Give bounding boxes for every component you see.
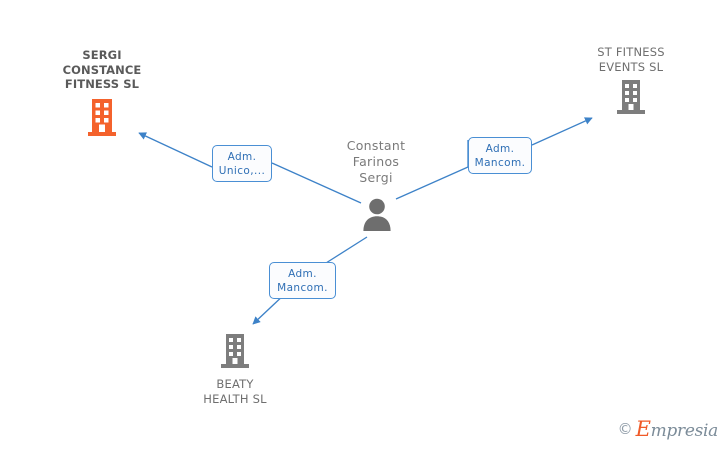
company-node-st-fitness-events-sl[interactable]: ST FITNESS EVENTS SL (561, 45, 701, 119)
edge-person-to-adm-mancom-bottom (325, 236, 368, 264)
company-node-beaty-health-sl[interactable]: BEATY HEALTH SL (165, 333, 305, 406)
copyright-icon: © (617, 420, 633, 438)
relation-label-line1: Adm. (227, 150, 257, 163)
watermark-empresia: © Empresia (617, 417, 719, 441)
building-icon (221, 333, 249, 373)
edge-person-to-adm-mancom-right (395, 166, 469, 200)
company-node-sergi-constance-fitness-sl[interactable]: SERGI CONSTANCE FITNESS SL (32, 48, 172, 141)
relation-label-line2: Mancom. (277, 281, 328, 294)
edge-adm-unico-to-sergi-constance (138, 132, 213, 168)
person-icon (360, 197, 394, 235)
edge-adm-mancom-to-st-fitness (531, 117, 593, 146)
person-name-label: Constant Farinos Sergi (346, 138, 406, 185)
company-label-beaty-health-sl: BEATY HEALTH SL (203, 377, 267, 406)
company-label-st-fitness-events-sl: ST FITNESS EVENTS SL (597, 45, 665, 74)
relation-label-line1: Adm. (485, 142, 515, 155)
brand-wordmark: Empresia (635, 417, 719, 441)
brand-initial: E (635, 417, 651, 441)
brand-rest: mpresia (650, 421, 719, 441)
person-node-constant-farinos-sergi[interactable] (307, 197, 447, 235)
edge-person-to-adm-unico (271, 162, 362, 204)
relation-label-line2: Mancom. (474, 156, 526, 169)
building-icon (88, 97, 116, 141)
relation-label-adm-mancom-st-fitness[interactable]: Adm. Mancom. (468, 137, 532, 174)
relation-label-line1: Adm. (288, 267, 317, 280)
company-label-sergi-constance-fitness-sl: SERGI CONSTANCE FITNESS SL (62, 48, 142, 91)
relation-label-adm-unico[interactable]: Adm. Unico,... (212, 145, 272, 182)
relation-label-adm-mancom-beaty-health[interactable]: Adm. Mancom. (269, 262, 336, 299)
building-icon (617, 79, 645, 119)
relation-label-line2: Unico,... (218, 164, 266, 177)
